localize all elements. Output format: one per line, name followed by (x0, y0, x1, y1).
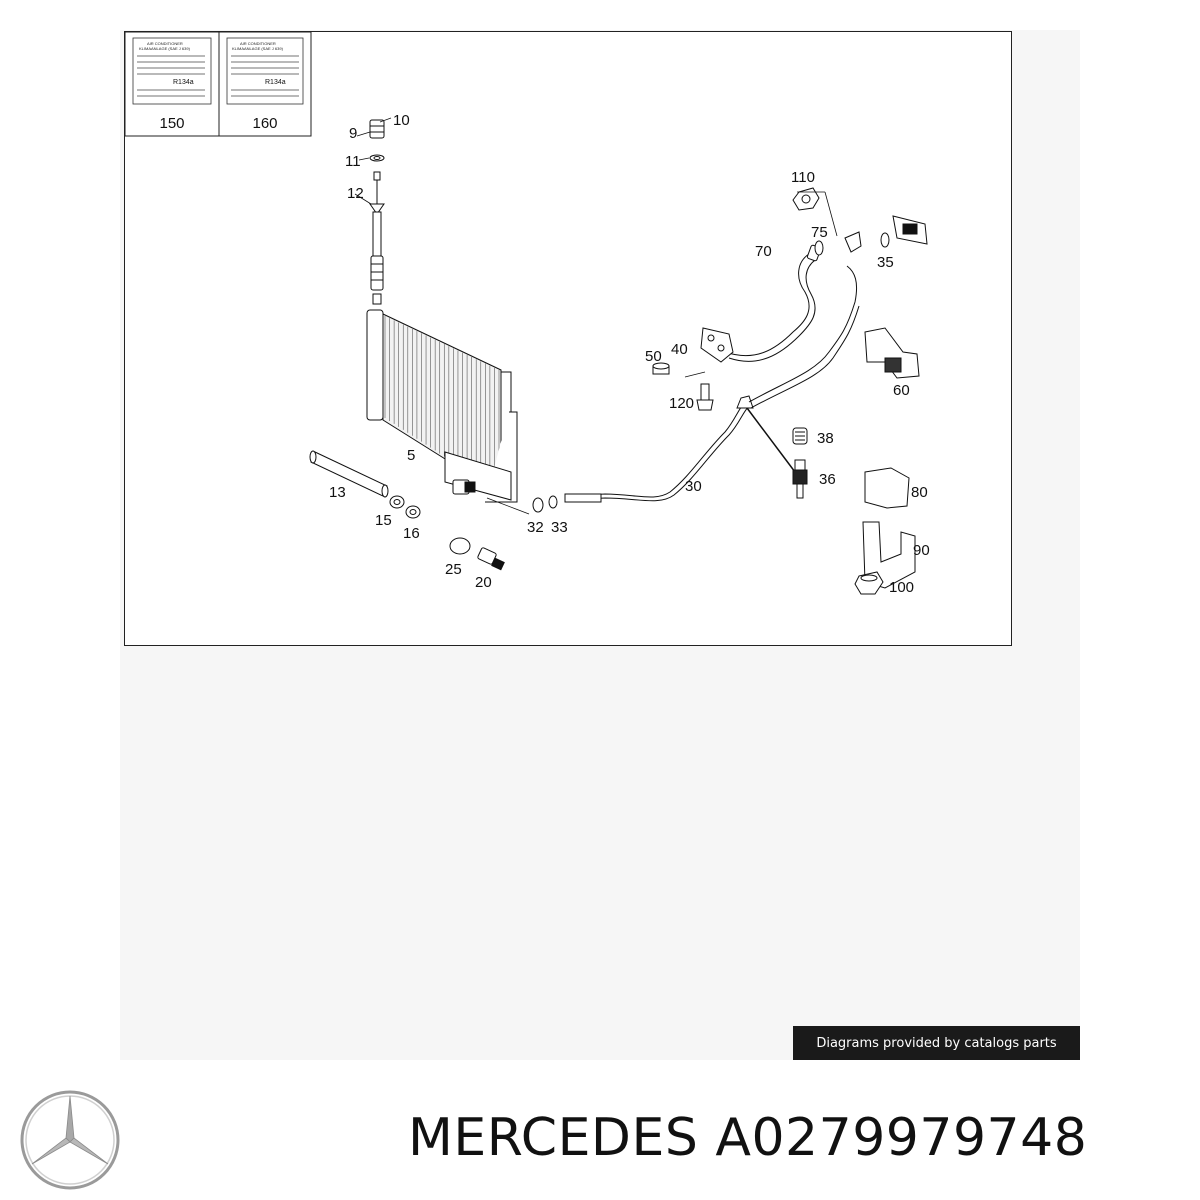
callout-12: 12 (347, 185, 364, 202)
drier-cartridge (309, 450, 505, 571)
refrigerant-line-70 (652, 244, 822, 411)
label-160-title: AIR CONDITIONER (240, 41, 276, 46)
expansion-valve-parts (792, 187, 928, 256)
callout-5: 5 (407, 447, 415, 464)
drier-valve-stack (369, 119, 385, 305)
callout-100: 100 (889, 579, 914, 596)
diagram-drawing: AIR CONDITIONER KLIMAANLAGE (SAE J 639) … (125, 32, 930, 596)
diagram-credit-badge: Diagrams provided by catalogs parts (793, 1026, 1080, 1060)
mounting-parts-80-90-100 (854, 467, 916, 595)
label-150-subtitle: KLIMAANLAGE (SAE J 639) (139, 46, 191, 51)
callout-36: 36 (819, 471, 836, 488)
callout-numbers: 9 10 11 12 5 13 15 16 25 20 32 33 30 110… (329, 112, 930, 596)
mercedes-star-icon (20, 1090, 120, 1190)
callout-38: 38 (817, 430, 834, 447)
callout-40: 40 (671, 341, 688, 358)
callout-75: 75 (811, 224, 828, 241)
callout-33: 33 (551, 519, 568, 536)
label-box-160: AIR CONDITIONER KLIMAANLAGE (SAE J 639) … (218, 32, 312, 137)
label-160-subtitle: KLIMAANLAGE (SAE J 639) (232, 46, 284, 51)
callout-50: 50 (645, 348, 662, 365)
service-valve-36-38 (792, 427, 808, 499)
callout-11: 11 (345, 153, 361, 170)
callout-25: 25 (445, 561, 462, 578)
condenser (366, 309, 518, 503)
callout-60: 60 (893, 382, 910, 399)
callout-20: 20 (475, 574, 492, 591)
leader-lines (354, 117, 838, 515)
callout-16: 16 (403, 525, 420, 542)
bracket-60 (864, 327, 920, 379)
callout-13: 13 (329, 484, 346, 501)
label-160-refrigerant: R134a (265, 79, 286, 86)
part-number: A0279979748 (715, 1108, 1088, 1168)
callout-90: 90 (913, 542, 930, 559)
callout-15: 15 (375, 512, 392, 529)
callout-10: 10 (393, 112, 410, 129)
refrigerant-line-30 (532, 265, 860, 513)
label-150-title: AIR CONDITIONER (147, 41, 183, 46)
callout-120: 120 (669, 395, 694, 412)
label-box-150: AIR CONDITIONER KLIMAANLAGE (SAE J 639) … (125, 32, 220, 137)
part-title: MERCEDES A0279979748 (408, 1108, 1087, 1168)
brand-name: MERCEDES (408, 1108, 699, 1168)
label-150-refrigerant: R134a (173, 79, 194, 86)
callout-30: 30 (685, 478, 702, 495)
callout-9: 9 (349, 125, 357, 142)
callout-80: 80 (911, 484, 928, 501)
parts-diagram: AIR CONDITIONER KLIMAANLAGE (SAE J 639) … (124, 31, 1012, 646)
callout-110: 110 (791, 169, 815, 186)
label-150-number: 150 (159, 115, 184, 132)
callout-70: 70 (755, 243, 772, 260)
callout-35: 35 (877, 254, 894, 271)
label-160-number: 160 (252, 115, 277, 132)
callout-32: 32 (527, 519, 544, 536)
